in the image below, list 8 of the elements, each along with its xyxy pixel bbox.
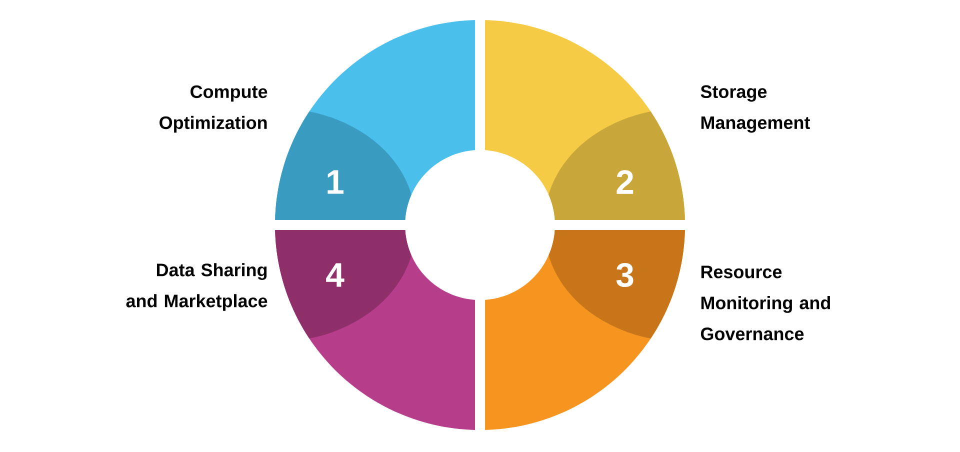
ring-segment: 4 [275,230,475,430]
ring-segment: 2 [485,20,685,220]
segment-label: Data Sharing and Marketplace [126,263,268,311]
segment-label: Storage Management [700,85,810,133]
segment-label: Resource Monitoring and Governance [700,266,830,340]
ring-segment: 1 [275,20,475,220]
ring-segment: 3 [485,230,685,430]
segment-label: Compute Optimization [160,85,268,133]
